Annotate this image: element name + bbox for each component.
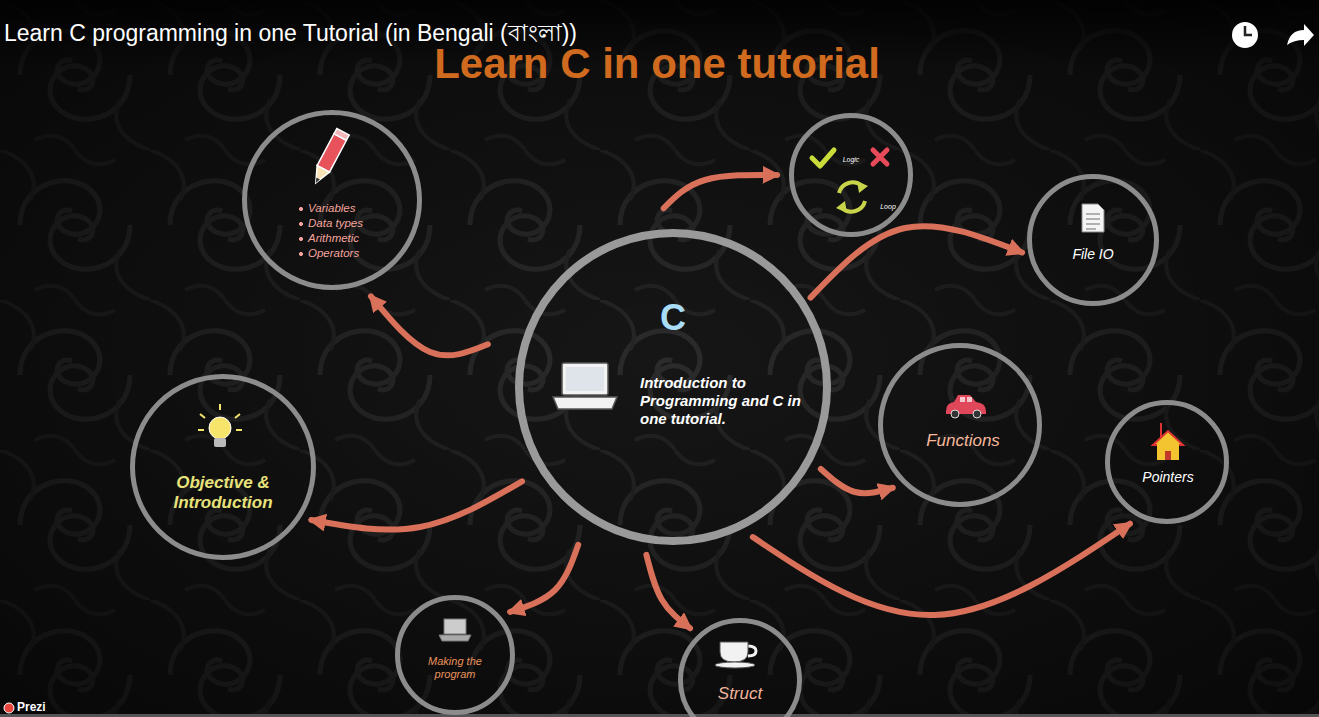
topic-bullet: Operators (299, 247, 399, 261)
curved-arrow (664, 175, 777, 208)
topic-circle: Struct (678, 618, 802, 717)
topic-circle: Pointers (1105, 400, 1229, 524)
circle-ring (792, 116, 911, 235)
topic-bullet: Data types (299, 217, 399, 231)
topic-circle: Functions (878, 343, 1042, 507)
topic-hub-circle: C Introduction to Programming and C in on… (515, 229, 831, 545)
text-slot: Logic (833, 156, 869, 164)
watermark: Prezi (17, 700, 77, 714)
slide-title: Learn C in one tutorial (277, 39, 1037, 89)
cross-icon (873, 150, 887, 164)
text-slot: Struct (690, 684, 790, 704)
circle-outline (789, 113, 913, 237)
text-slot: File IO (1043, 246, 1143, 263)
curved-arrow (811, 226, 1023, 298)
topic-circle: LogicLoop (789, 113, 913, 237)
text-slot: Loop (873, 203, 903, 211)
check-icon (812, 150, 834, 166)
text-slot: Functions (898, 431, 1028, 451)
topic-circle: VariablesData typesArithmeticOperators (242, 110, 422, 290)
pencil-icon (310, 128, 350, 186)
curved-arrow (510, 545, 578, 612)
text-slot: Introduction to Programming and C in one… (640, 374, 820, 428)
circle-outline (1027, 174, 1159, 306)
topic-bullet: Arithmetic (299, 232, 399, 246)
label-slot: Learn C programming in one Tutorial (in … (4, 20, 764, 48)
topic-label: Pointers (1118, 469, 1218, 486)
curved-arrow (753, 524, 1130, 615)
topic-label: File IO (1043, 246, 1143, 263)
curved-arrow (646, 555, 690, 628)
small-laptop-icon (439, 619, 471, 641)
topic-label: Objective & Introduction (148, 473, 298, 514)
text-slot: Pointers (1118, 469, 1218, 486)
circle-ring (681, 621, 800, 717)
car-icon (946, 395, 986, 418)
text-slot: C (633, 296, 713, 339)
lightbulb-icon (198, 404, 242, 447)
video-title: Learn C programming in one Tutorial (in … (4, 20, 764, 48)
topic-label: Functions (898, 431, 1028, 451)
text-slot: Data types (299, 217, 399, 231)
circle-outline (242, 110, 422, 290)
document-icon (1082, 204, 1104, 232)
topic-bullet: Variables (299, 202, 399, 216)
topic-circle: Making the program (395, 595, 515, 715)
laptop-icon (553, 363, 617, 409)
circle-ring (1030, 177, 1157, 304)
title-slot: Learn C in one tutorial (277, 39, 1037, 89)
icon-caption: Logic (833, 156, 869, 164)
icon-caption: Loop (873, 203, 903, 211)
cup-icon (715, 642, 756, 668)
circle-outline (130, 374, 316, 560)
house-icon (1153, 423, 1183, 460)
share-icon (1287, 24, 1314, 46)
text-slot: Objective & Introduction (148, 473, 298, 514)
progress-bar (0, 714, 1319, 717)
hub-description: Introduction to Programming and C in one… (640, 374, 820, 428)
circle-ring (398, 598, 513, 713)
circle-ring (133, 377, 314, 558)
circle-ring (881, 346, 1040, 505)
circle-outline (1105, 400, 1229, 524)
circle-ring (519, 233, 827, 541)
circle-outline (878, 343, 1042, 507)
label-slot: Prezi (17, 700, 77, 714)
prezi-logo (4, 703, 14, 713)
text-slot: Arithmetic (299, 232, 399, 246)
loop-icon (836, 181, 868, 213)
curved-arrow (311, 481, 522, 529)
curved-arrow (821, 469, 893, 493)
topic-circle: File IO (1027, 174, 1159, 306)
circle-ring (245, 113, 420, 288)
clock-icon (1232, 22, 1258, 48)
topic-circle: Objective & Introduction (130, 374, 316, 560)
hub-letter: C (633, 296, 713, 339)
text-slot: Operators (299, 247, 399, 261)
circle-ring (1108, 403, 1227, 522)
text-slot: Making the program (415, 655, 495, 681)
topic-label: Struct (690, 684, 790, 704)
text-slot: Variables (299, 202, 399, 216)
curved-arrow (371, 296, 488, 355)
topic-label: Making the program (415, 655, 495, 681)
